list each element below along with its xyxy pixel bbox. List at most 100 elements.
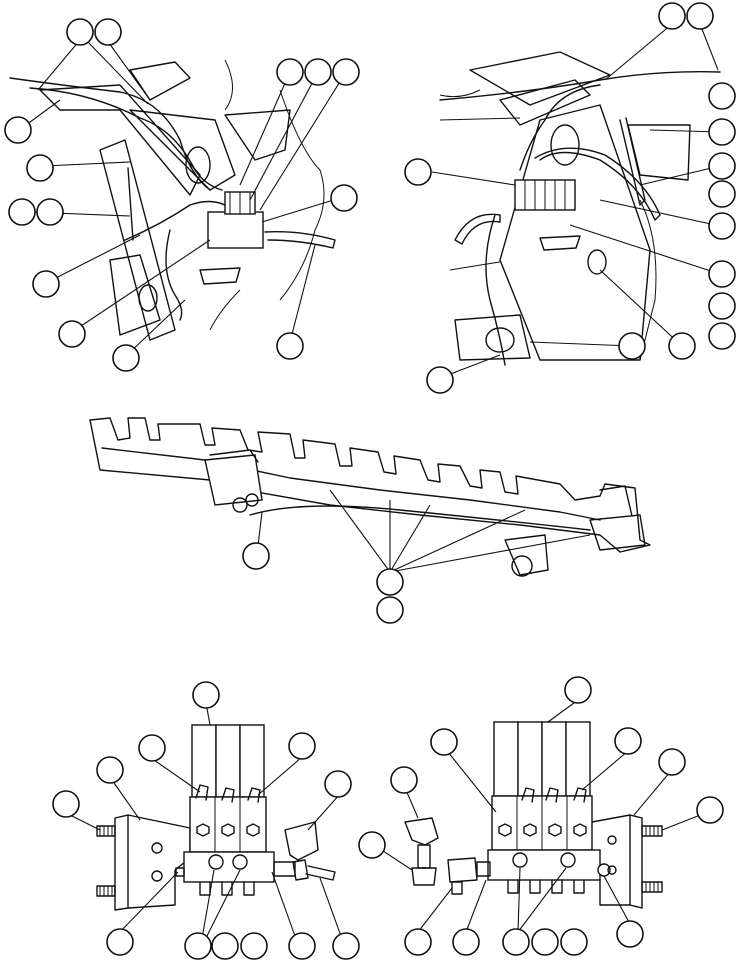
body-outline	[209, 59, 325, 331]
frame-top-plate	[469, 51, 611, 106]
solenoid-1	[191, 724, 217, 798]
hose-top-r	[439, 70, 721, 101]
lower-bracket-r	[454, 314, 531, 361]
leader-lines-bl	[67, 702, 347, 951]
solenoid-2	[215, 724, 241, 798]
callout-tr-14	[426, 366, 454, 394]
plate-hole-2	[151, 870, 163, 882]
frame-arm-r	[499, 79, 591, 126]
panel-bottom-left	[52, 681, 360, 960]
bracket-foot	[199, 267, 241, 285]
callout-bl-8	[184, 932, 212, 960]
callout-tl-4	[26, 154, 54, 182]
callout-tr-3	[708, 82, 736, 110]
boom-mount-block	[204, 454, 263, 506]
callout-tl-2	[94, 18, 122, 46]
callout-tl-3	[4, 116, 32, 144]
adapter-thread	[305, 865, 336, 881]
callout-mid-1	[242, 542, 270, 570]
plate-r-hole-1	[607, 835, 617, 845]
top-fitting-1	[195, 784, 209, 801]
hex-r1	[498, 823, 512, 837]
boom-lug	[504, 534, 549, 576]
callout-tl-11	[304, 58, 332, 86]
mount-plate-left	[114, 814, 129, 911]
callout-tr-13	[668, 332, 696, 360]
hose-curve-r	[519, 84, 601, 171]
lower-hole	[138, 284, 158, 312]
hose-right	[264, 231, 336, 249]
callout-tl-7	[32, 270, 60, 298]
callout-bl-4	[288, 732, 316, 760]
stud-bottom	[96, 885, 116, 897]
callout-tr-12	[618, 332, 646, 360]
body-outline-r	[439, 89, 657, 361]
callout-br-2	[430, 728, 458, 756]
frame-arm	[129, 109, 236, 191]
hose-vertical	[127, 167, 134, 241]
adapter-fitting	[273, 861, 296, 877]
bracket-foot-r	[539, 235, 581, 251]
valve-lines-r	[524, 180, 566, 210]
stud-r-bottom-thread	[645, 882, 659, 892]
hex-r4	[573, 823, 587, 837]
callout-tl-13	[330, 184, 358, 212]
solenoid-r2	[517, 721, 543, 797]
solenoid-r4	[565, 721, 591, 797]
callout-tr-1	[658, 2, 686, 30]
hex-3	[246, 823, 260, 837]
leader-lines-mid	[257, 489, 591, 573]
boom-end-cap	[599, 485, 633, 517]
callout-br-12	[560, 928, 588, 956]
callout-tl-9	[112, 344, 140, 372]
nipple-r	[476, 861, 491, 877]
plate-r-hole-2	[607, 865, 617, 875]
callout-tr-9	[708, 260, 736, 288]
callout-tr-2	[686, 2, 714, 30]
callout-tr-10	[708, 292, 736, 320]
callout-bl-3	[96, 756, 124, 784]
valve-body-dividers	[214, 797, 241, 852]
callout-mid-2	[376, 568, 404, 596]
stud-r-top-thread	[645, 826, 659, 836]
stud-top-thread	[99, 826, 113, 836]
step-plate	[224, 109, 291, 161]
pivot-hole	[185, 146, 211, 184]
top-fitting-r1	[521, 787, 535, 803]
callout-br-4	[658, 748, 686, 776]
callout-tl-14	[276, 332, 304, 360]
boom-lug-eye	[511, 555, 533, 577]
bottom-fittings-r	[507, 879, 585, 894]
hex-1	[196, 823, 210, 837]
leader-lines-tr	[431, 23, 721, 379]
callout-tr-6	[708, 152, 736, 180]
panel-top-left	[4, 18, 360, 372]
frame-column	[499, 104, 651, 361]
callout-tr-8	[708, 212, 736, 240]
boom-top-edge	[89, 417, 651, 553]
mount-plate-r-side	[629, 814, 643, 909]
callout-tr-5	[404, 158, 432, 186]
callout-bl-10	[240, 932, 268, 960]
leader-lines-br	[373, 699, 709, 933]
top-fitting-2	[221, 787, 235, 803]
manifold-base	[183, 851, 275, 883]
callout-bl-5	[324, 770, 352, 798]
boom-end-block	[589, 514, 646, 551]
top-fitting-r3	[573, 787, 587, 803]
callout-br-1	[564, 676, 592, 704]
callout-bl-1	[192, 681, 220, 709]
hose-lower	[124, 200, 226, 241]
top-fitting-3	[247, 787, 261, 803]
tee-drop-r	[451, 881, 463, 895]
callout-br-7	[358, 831, 386, 859]
callout-bl-9	[211, 932, 239, 960]
stud-bottom-thread	[99, 886, 113, 896]
callout-mid-3	[376, 596, 404, 624]
stud-r-top	[641, 825, 663, 837]
callout-bl-7	[106, 928, 134, 956]
callout-br-8	[404, 928, 432, 956]
lower-bracket	[109, 254, 161, 336]
elbow-stem-r	[417, 844, 431, 869]
